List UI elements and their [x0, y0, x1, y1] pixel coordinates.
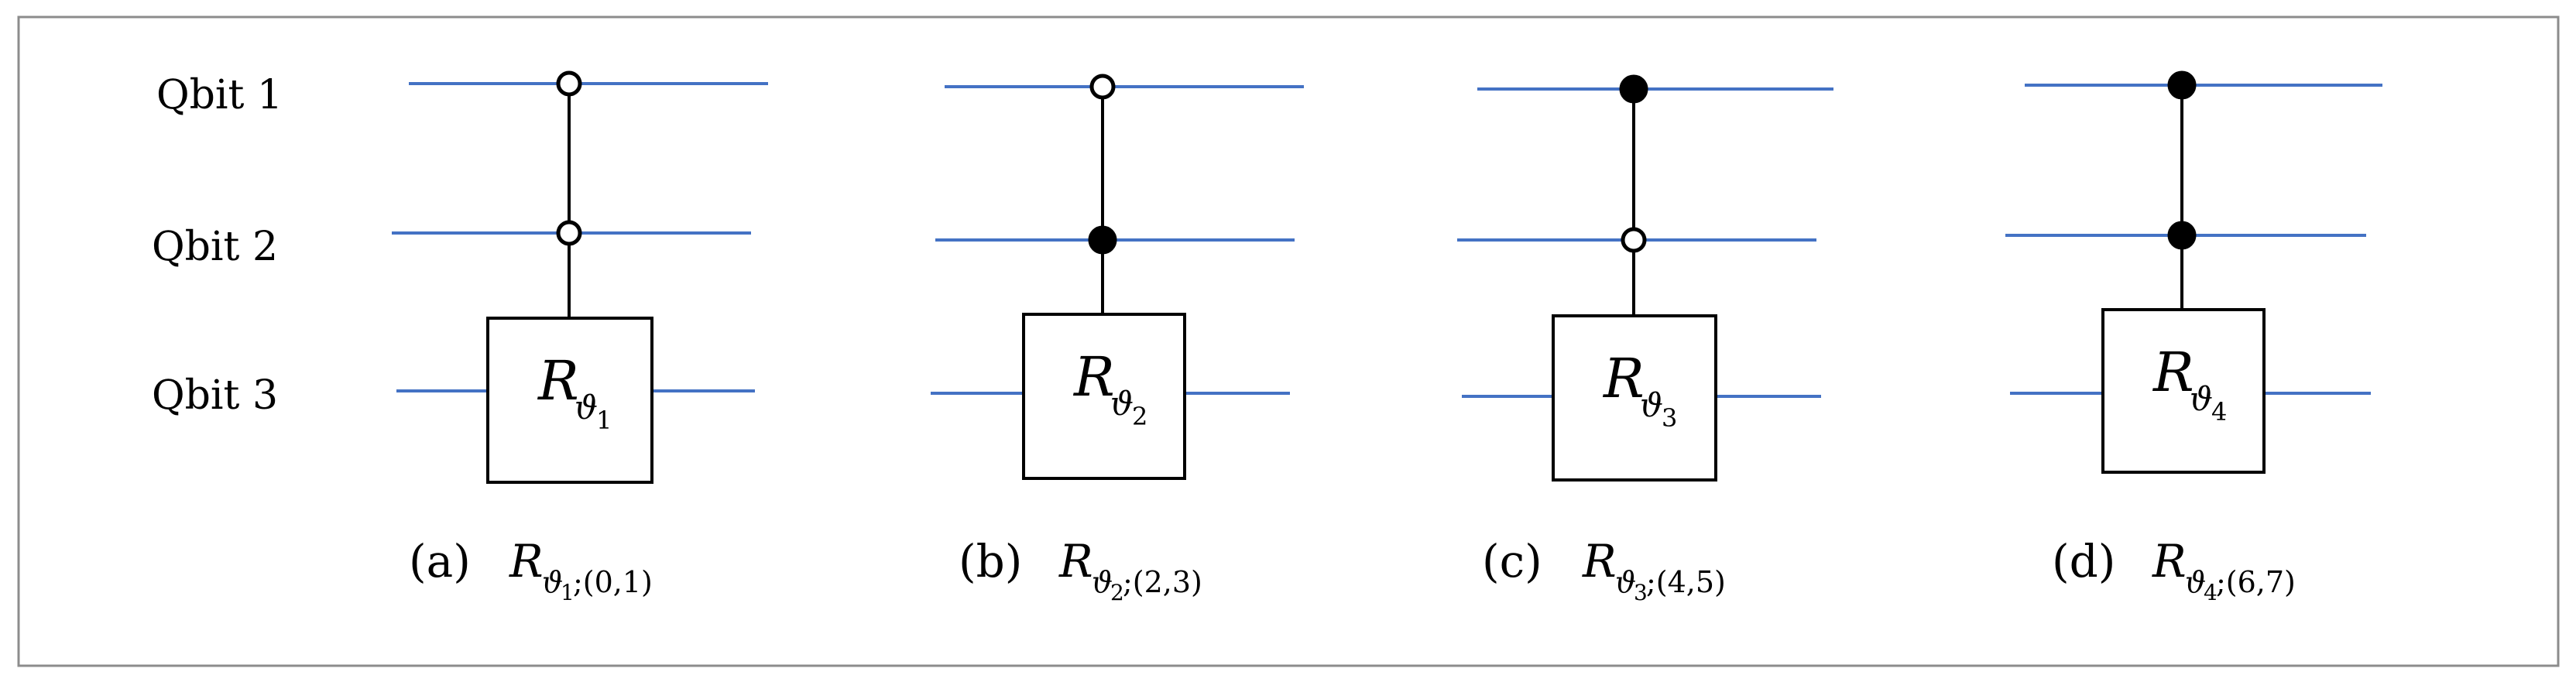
gate-theta: ϑ — [2190, 380, 2213, 418]
qubit-label-2: Qbit 2 — [152, 224, 278, 270]
caption-theta-index: 3 — [1634, 580, 1648, 605]
gate-box — [486, 317, 653, 484]
open-control-dot — [556, 220, 582, 246]
caption: (d) Rϑ4;(6,7) — [2052, 535, 2296, 605]
gate-theta-index: 2 — [1132, 402, 1147, 431]
circuit-c: Rϑ3(c)Rϑ3;(4,5) — [1457, 74, 1833, 605]
open-control-dot — [556, 70, 582, 97]
qubit-label-3: Qbit 3 — [152, 372, 278, 419]
filled-control-dot — [1088, 225, 1117, 255]
caption-symbol: R — [1582, 535, 1617, 588]
caption-index-pair: ;(4,5) — [1646, 565, 1726, 599]
caption-index-pair: ;(2,3) — [1123, 565, 1202, 599]
gate-label: Rϑ4 — [2152, 341, 2227, 427]
circuit-a: Rϑ1(a)Rϑ1;(0,1) — [392, 70, 768, 605]
filled-control-dot — [2167, 70, 2197, 100]
gate-symbol: R — [1072, 345, 1115, 409]
gate-label: Rϑ3 — [1602, 347, 1677, 433]
gate-symbol: R — [537, 349, 579, 413]
gate-label: Rϑ1 — [537, 349, 612, 435]
open-control-dot — [1621, 227, 1647, 253]
gate-box — [2101, 308, 2266, 474]
filled-control-dot — [1619, 74, 1648, 104]
caption-theta: ϑ — [1092, 565, 1113, 599]
caption-letter: (b) — [959, 535, 1022, 588]
caption-index-pair: ;(6,7) — [2216, 565, 2296, 599]
caption: (a) Rϑ1;(0,1) — [409, 535, 653, 605]
caption-theta-index: 4 — [2204, 580, 2218, 605]
caption-theta: ϑ — [542, 565, 563, 599]
caption-theta: ϑ — [2185, 565, 2206, 599]
circuits: Rϑ1(a)Rϑ1;(0,1)Rϑ2(b)Rϑ2;(2,3)Rϑ3(c)Rϑ3;… — [392, 70, 2382, 605]
gate-label: Rϑ2 — [1072, 345, 1147, 431]
gate-symbol: R — [1602, 347, 1645, 410]
gate-box — [1022, 313, 1186, 480]
gate-symbol: R — [2152, 341, 2194, 404]
gate-box — [1552, 314, 1717, 482]
caption-symbol: R — [2152, 535, 2187, 588]
gate-theta: ϑ — [1640, 386, 1663, 424]
caption-letter: (a) — [409, 535, 471, 588]
gate-theta: ϑ — [575, 389, 598, 427]
caption-symbol: R — [1058, 535, 1093, 588]
open-control-dot — [1089, 74, 1116, 100]
caption-symbol: R — [509, 535, 544, 588]
caption-theta: ϑ — [1615, 565, 1636, 599]
circuit-b: Rϑ2(b)Rϑ2;(2,3) — [931, 74, 1304, 605]
gate-theta-index: 3 — [1662, 403, 1677, 433]
gate-theta-index: 4 — [2211, 397, 2227, 427]
filled-control-dot — [2167, 221, 2197, 250]
qubit-label-1: Qbit 1 — [156, 72, 283, 118]
caption-index-pair: ;(0,1) — [573, 565, 653, 599]
caption-theta-index: 1 — [561, 580, 575, 605]
caption-theta-index: 2 — [1110, 580, 1124, 605]
circuit-d: Rϑ4(d)Rϑ4;(6,7) — [2005, 70, 2382, 605]
gate-theta-index: 1 — [596, 406, 612, 435]
caption-letter: (d) — [2052, 535, 2115, 588]
caption: (c) Rϑ3;(4,5) — [1482, 535, 1726, 605]
caption: (b) Rϑ2;(2,3) — [959, 535, 1202, 605]
gate-theta: ϑ — [1110, 385, 1134, 423]
caption-letter: (c) — [1482, 535, 1542, 588]
